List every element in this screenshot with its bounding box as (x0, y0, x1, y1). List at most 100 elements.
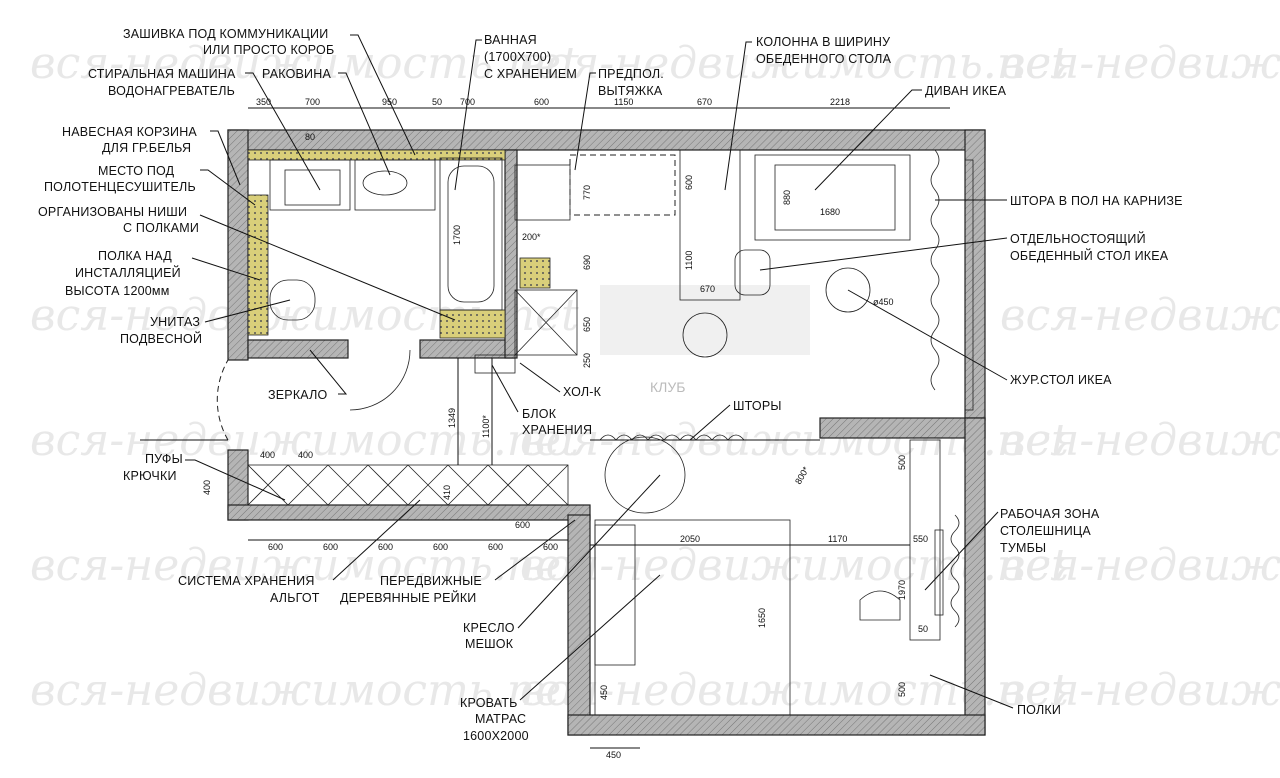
label-shelves: ПОЛКИ (1017, 703, 1061, 717)
window (964, 159, 974, 411)
label-mirror: ЗЕРКАЛО (268, 388, 328, 402)
svg-text:450: 450 (606, 750, 621, 760)
label-algot: СИСТЕМА ХРАНЕНИЯ (178, 574, 315, 588)
label-shelf: ПОЛКА НАД (98, 249, 172, 263)
label-toilet: УНИТАЗ (150, 315, 200, 329)
label-slats: ПЕРЕДВИЖНЫЕ (380, 574, 482, 588)
label-washer: СТИРАЛЬНАЯ МАШИНА (88, 67, 236, 81)
label-bath: С ХРАНЕНИЕМ (484, 67, 577, 81)
svg-text:2218: 2218 (830, 97, 850, 107)
svg-text:600: 600 (684, 175, 694, 190)
svg-text:600: 600 (433, 542, 448, 552)
leader-lines (185, 34, 1014, 709)
svg-text:670: 670 (697, 97, 712, 107)
dining-chair (734, 249, 771, 296)
logo: КЛУБ (600, 285, 810, 395)
label-curtains: ШТОРЫ (733, 399, 782, 413)
curtain (950, 514, 960, 628)
label-algot: АЛЬГОТ (270, 591, 320, 605)
fridge (514, 289, 578, 356)
label-towel-dryer: ПОЛОТЕНЦЕСУШИТЕЛЬ (44, 180, 196, 194)
svg-text:500: 500 (897, 455, 907, 470)
watermark: вся-недвижимость.net (520, 38, 1069, 89)
watermark: вся-недвижимость.net (30, 415, 579, 466)
dining-chair (682, 312, 728, 358)
label-shelf: ИНСТАЛЛЯЦИЕЙ (75, 265, 181, 280)
label-fridge: ХОЛ-К (563, 385, 602, 399)
svg-text:650: 650 (582, 317, 592, 332)
watermark: вся-недвижимость.net (30, 665, 579, 716)
label-hood: ВЫТЯЖКА (598, 84, 663, 98)
label-storage-block: БЛОК (522, 407, 557, 421)
label-poufs: ПУФЫ (145, 452, 183, 466)
svg-text:600: 600 (378, 542, 393, 552)
dimensions: 350 700 950 50 700 600 1150 670 2218 80 … (202, 97, 950, 760)
svg-text:1680: 1680 (820, 207, 840, 217)
svg-text:600: 600 (543, 542, 558, 552)
watermark: вся-недвижимость.net (1000, 665, 1280, 716)
label-bath: ВАННАЯ (484, 33, 537, 47)
label-utility-box: ИЛИ ПРОСТО КОРОБ (203, 43, 334, 57)
label-sink: РАКОВИНА (262, 67, 331, 81)
annotations: ЗАШИВКА ПОД КОММУНИКАЦИИ ИЛИ ПРОСТО КОРО… (38, 27, 1183, 743)
watermark: вся-недвижимость.net (30, 540, 579, 591)
svg-text:800*: 800* (793, 465, 811, 486)
watermark: вся-недвижимость.net (30, 38, 579, 89)
storage-block (474, 354, 516, 374)
svg-text:250: 250 (582, 353, 592, 368)
bath-door (349, 349, 411, 411)
svg-text:ø450: ø450 (873, 297, 894, 307)
label-towel-dryer: МЕСТО ПОД (98, 164, 175, 178)
svg-text:1150: 1150 (614, 97, 633, 107)
label-bed: МАТРАС (475, 712, 526, 726)
watermark: вся-недвижимость.net (1000, 290, 1280, 341)
washing-machine (269, 159, 351, 211)
svg-text:1100: 1100 (684, 251, 694, 270)
svg-text:700: 700 (305, 97, 320, 107)
svg-text:600: 600 (515, 520, 530, 530)
label-column: ОБЕДЕННОГО СТОЛА (756, 52, 892, 66)
svg-text:1349: 1349 (447, 408, 457, 428)
label-beanbag: МЕШОК (465, 637, 514, 651)
curtain (599, 434, 745, 441)
svg-text:770: 770 (582, 185, 592, 200)
office-chair (859, 590, 901, 621)
watermark: вся-недвижимость.net (1000, 415, 1280, 466)
label-dining-table: ОБЕДЕННЫЙ СТОЛ ИКЕА (1010, 248, 1169, 263)
watermark: вся-недвижимость.net (520, 540, 1069, 591)
label-bed: КРОВАТЬ (460, 696, 518, 710)
label-niches: С ПОЛКАМИ (123, 221, 199, 235)
svg-text:600: 600 (534, 97, 549, 107)
svg-text:670: 670 (700, 284, 715, 294)
label-toilet: ПОДВЕСНОЙ (120, 331, 202, 346)
watermark: вся-недвижимость.net (1000, 540, 1280, 591)
label-workspace: РАБОЧАЯ ЗОНА (1000, 507, 1100, 521)
label-floor-curtain: ШТОРА В ПОЛ НА КАРНИЗЕ (1010, 194, 1183, 208)
label-beanbag: КРЕСЛО (463, 621, 515, 635)
svg-text:880: 880 (782, 190, 792, 205)
label-storage-block: ХРАНЕНИЯ (522, 423, 592, 437)
label-shelf: ВЫСОТА 1200мм (65, 284, 170, 298)
label-bed: 1600Х2000 (463, 729, 529, 743)
label-hood: ПРЕДПОЛ. (598, 67, 664, 81)
svg-text:600: 600 (488, 542, 503, 552)
label-basket: НАВЕСНАЯ КОРЗИНА (62, 125, 197, 139)
column (679, 149, 741, 301)
svg-text:400: 400 (202, 480, 212, 495)
svg-text:1700: 1700 (452, 225, 462, 245)
label-coffee-table: ЖУР.СТОЛ ИКЕА (1010, 373, 1112, 387)
sofa (754, 154, 911, 241)
label-dining-table: ОТДЕЛЬНОСТОЯЩИЙ (1010, 231, 1146, 246)
svg-text:80: 80 (305, 132, 315, 142)
kitchen-sink (514, 164, 571, 221)
svg-text:400: 400 (260, 450, 275, 460)
svg-text:550: 550 (913, 534, 928, 544)
label-utility-box: ЗАШИВКА ПОД КОММУНИКАЦИИ (123, 27, 328, 41)
walls (227, 129, 986, 736)
label-workspace: СТОЛЕШНИЦА (1000, 524, 1091, 538)
svg-text:410: 410 (442, 485, 452, 500)
label-basket: ДЛЯ ГР.БЕЛЬЯ (102, 141, 191, 155)
svg-text:50: 50 (432, 97, 442, 107)
label-column: КОЛОННА В ШИРИНУ (756, 35, 890, 49)
